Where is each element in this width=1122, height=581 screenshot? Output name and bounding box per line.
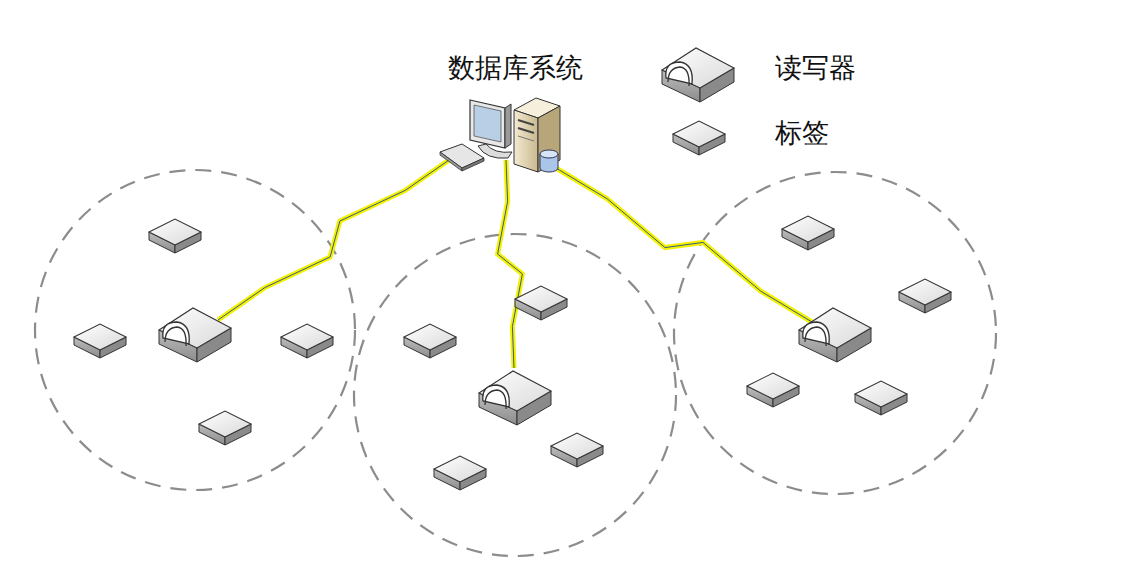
legend-label: 标签 (775, 117, 829, 148)
wireless-link-core (556, 168, 812, 322)
tag-icon (281, 324, 333, 358)
tag-icon (855, 381, 907, 415)
coverage-circle (354, 234, 676, 556)
reader-icon (662, 48, 734, 102)
tag-icon (515, 286, 567, 320)
tag-icon (551, 433, 603, 467)
reader-icon (799, 308, 871, 362)
tag-icon (199, 411, 251, 445)
tag-icon (673, 121, 725, 155)
wireless-link-core (498, 160, 523, 368)
tag-icon (404, 324, 456, 358)
coverage-circle (674, 172, 996, 494)
database-computer (440, 98, 560, 172)
wireless-link (218, 158, 452, 320)
wireless-link (498, 160, 523, 368)
reader-icon (159, 308, 231, 362)
legend-entry: 读写器 (775, 52, 856, 84)
legend-entry: 标签 (775, 117, 829, 149)
tag-icon (747, 373, 799, 407)
tag-icon (149, 219, 201, 253)
tag-icon (434, 456, 486, 490)
wireless-link (556, 168, 812, 322)
coverage-circle (35, 170, 355, 490)
node-label: 数据库系统 (448, 52, 583, 84)
devices (74, 48, 951, 490)
wireless-links (218, 158, 812, 368)
legend-label: 读写器 (775, 52, 856, 83)
wireless-link-core (218, 158, 452, 320)
tag-icon (74, 324, 126, 358)
reader-icon (479, 371, 551, 425)
database-system: 数据库系统 (448, 52, 583, 84)
tag-icon (782, 216, 834, 250)
tag-icon (899, 279, 951, 313)
